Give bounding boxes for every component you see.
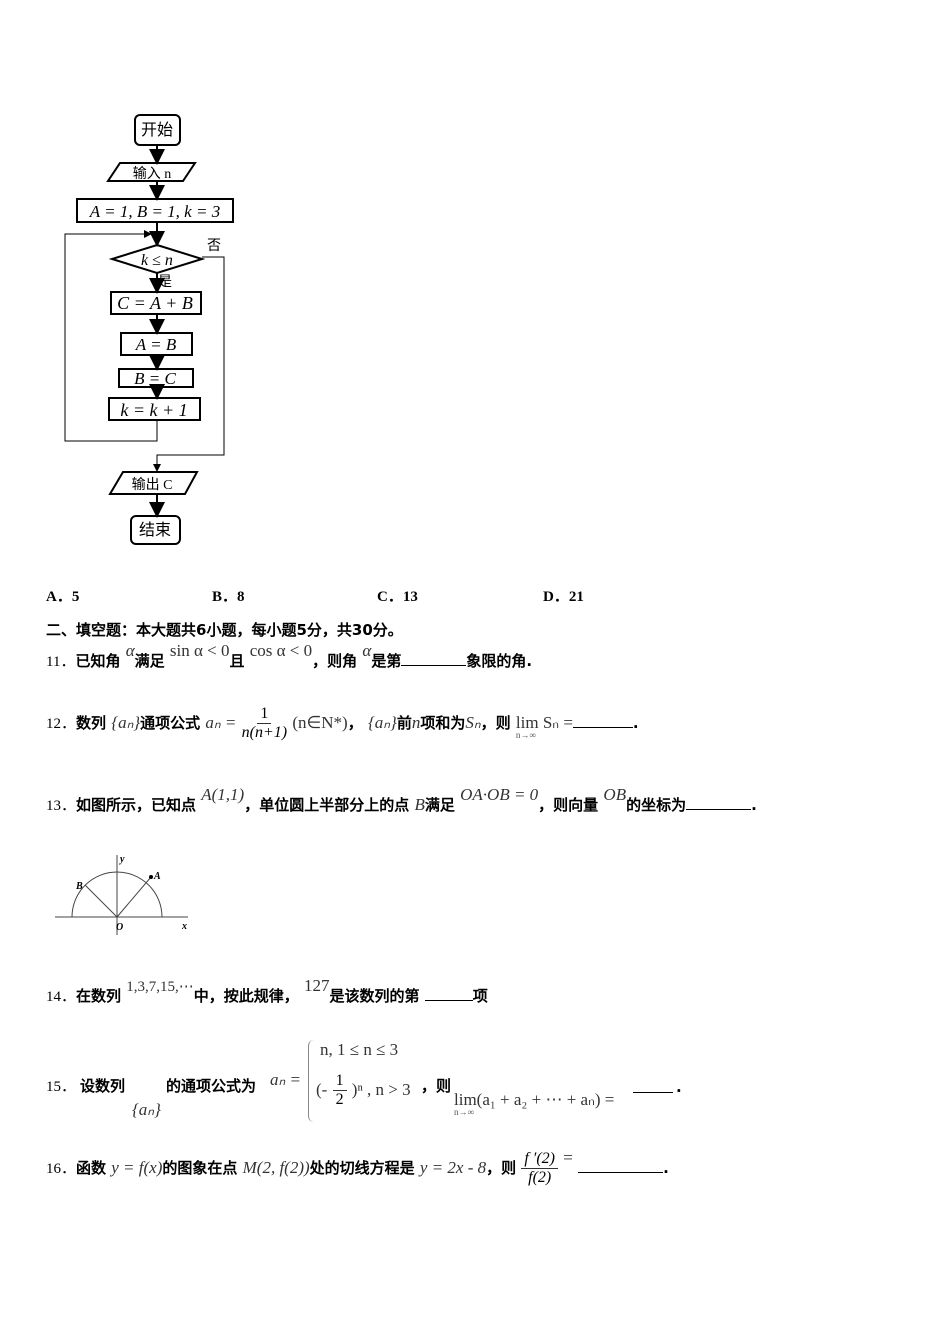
output-box (108, 471, 199, 495)
step2-label: A = B (135, 335, 177, 354)
answer-blank[interactable] (401, 653, 467, 666)
question-16: 16．函数 y = f(x)的图象在点 M(2, f(2))处的切线方程是 y … (46, 1148, 669, 1186)
end-label: 结束 (139, 521, 171, 539)
point-b-label: B (75, 881, 83, 892)
option-b[interactable]: B．8 (212, 589, 245, 605)
start-label: 开始 (141, 121, 173, 139)
answer-blank[interactable] (578, 1160, 664, 1173)
output-label: 输出 C (132, 477, 173, 493)
step3-label: B = C (134, 369, 176, 388)
input-box (106, 162, 197, 182)
answer-blank[interactable] (686, 797, 752, 810)
answer-blank[interactable] (424, 988, 473, 1001)
question-13: 13．如图所示，已知点 A(1,1)，单位圆上半部分上的点 B满足 OA·OB … (46, 785, 757, 814)
step1-label: C = A + B (117, 293, 193, 313)
init-label: A = 1, B = 1, k = 3 (89, 202, 220, 221)
y-axis-label: y (119, 854, 125, 865)
input-label: 输入 n (133, 166, 172, 182)
step4-label: k = k + 1 (120, 400, 187, 420)
section-heading: 二、填空题：本大题共6小题，每小题5分，共30分。 (46, 621, 403, 639)
condition-label: k ≤ n (141, 252, 173, 269)
point-a-label: A (153, 871, 161, 882)
question-11: 11．已知角 α满足 sin α < 0且 cos α < 0，则角 α是第象限… (46, 641, 533, 670)
limit-subscript: n→∞ (454, 1107, 474, 1117)
yes-label: 是 (158, 275, 172, 290)
limit-subscript: n→∞ (515, 730, 536, 740)
option-d[interactable]: D．21 (543, 589, 584, 605)
option-c[interactable]: C．13 (377, 589, 418, 605)
flowchart: 开始 输入 n A = 1, B = 1, k = 3 k ≤ n 否 是 C … (64, 114, 234, 545)
unit-circle-diagram: y x O A B (55, 854, 188, 935)
x-axis-label: x (181, 921, 187, 932)
question-14: 14．在数列 1,3,7,15,⋯中，按此规律， 127是该数列的第 项 (46, 976, 488, 1005)
limit-expression: lim Sₙ =n→∞ (515, 713, 573, 740)
origin-label: O (116, 922, 123, 933)
limit-expression: lim(a₁ + a₂ + ⋯ + aₙ) =n→∞ (454, 1090, 615, 1117)
option-a[interactable]: A．5 (46, 589, 80, 605)
answer-blank[interactable] (572, 715, 633, 728)
no-label: 否 (207, 239, 221, 254)
answer-blank[interactable] (633, 1080, 673, 1093)
